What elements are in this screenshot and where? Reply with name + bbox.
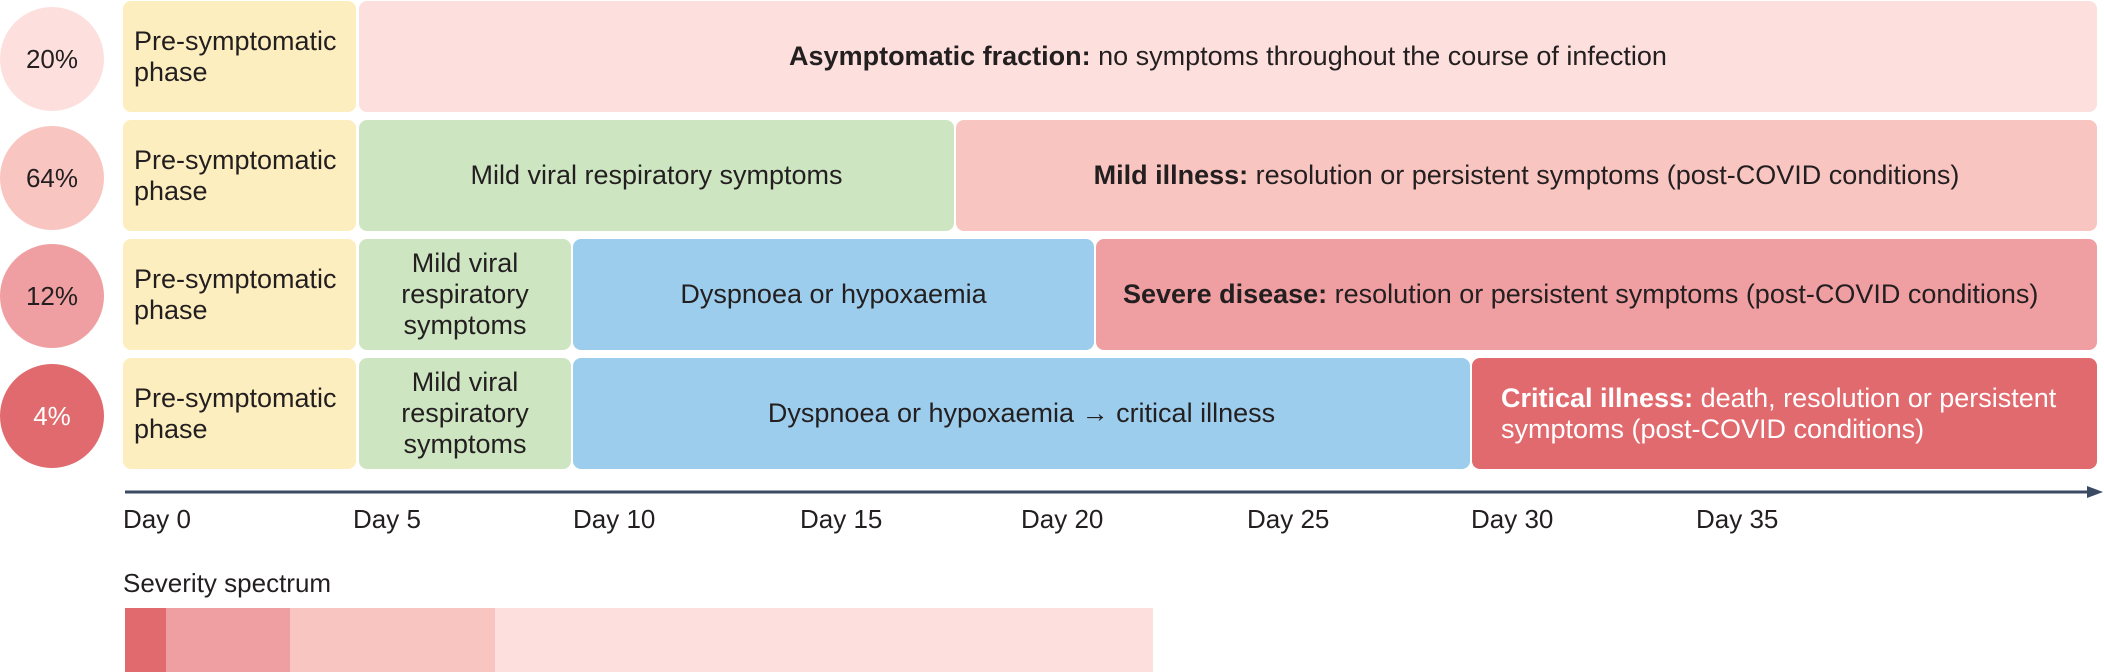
presymptomatic-phase-label: Pre-symptomatic phase [134,144,337,206]
dyspnoea-block: Dyspnoea or hypoxaemia [573,239,1094,350]
mild-symptoms-block: Mild viral respiratory symptoms [359,120,954,231]
critical-illness-outcome-block: Critical illness: death, resolution or p… [1472,358,2097,469]
presymptomatic-phase-label: Pre-symptomatic phase [134,263,337,325]
presymptomatic-phase-label: Pre-symptomatic phase [134,25,337,87]
mild-symptoms-label: Mild viral respiratory symptoms [401,367,529,459]
percent-circle-severe: 12% [0,244,104,348]
critical-illness-outcome-text: death, resolution or persistent symptoms… [1501,382,2057,444]
asymptomatic-outcome-title: Asymptomatic fraction: [789,41,1091,71]
row-asymptomatic: Pre-symptomatic phase Asymptomatic fract… [123,1,2097,112]
presymptomatic-phase-block: Pre-symptomatic phase [123,239,356,350]
axis-tick-day-30: Day 30 [1471,504,1554,534]
critical-illness-outcome-title: Critical illness: [1501,382,1694,413]
severity-segment-severe [166,608,290,672]
asymptomatic-outcome-text: no symptoms throughout the course of inf… [1090,41,1667,71]
presymptomatic-phase-block: Pre-symptomatic phase [123,1,356,112]
axis-tick-day-25: Day 25 [1247,504,1330,534]
percent-circle-mild: 64% [0,126,104,230]
axis-tick-day-5: Day 5 [353,504,421,534]
axis-tick-day-35: Day 35 [1696,504,1779,534]
severe-disease-outcome-text: resolution or persistent symptoms (post-… [1327,279,2039,309]
severe-disease-outcome-block: Severe disease: resolution or persistent… [1096,239,2097,350]
dyspnoea-block: Dyspnoea or hypoxaemia → critical illnes… [573,358,1470,469]
dyspnoea-label: Dyspnoea or hypoxaemia → critical illnes… [767,398,1276,428]
axis-tick-day-20: Day 20 [1021,504,1104,534]
axis-arrowhead [2087,486,2103,498]
mild-symptoms-block: Mild viral respiratory symptoms [359,358,571,469]
severity-spectrum-bar [125,608,1153,672]
row-severe-disease: Pre-symptomatic phase Mild viral respira… [123,239,2097,350]
severity-spectrum-label: Severity spectrum [123,568,332,598]
mild-symptoms-label: Mild viral respiratory symptoms [401,248,529,340]
row-critical-illness: Pre-symptomatic phase Mild viral respira… [123,358,2097,469]
timeline-axis [125,486,2103,498]
presymptomatic-phase-block: Pre-symptomatic phase [123,358,356,469]
mild-symptoms-block: Mild viral respiratory symptoms [359,239,571,350]
mild-symptoms-label: Mild viral respiratory symptoms [470,160,843,190]
axis-tick-day-0: Day 0 [123,504,191,534]
asymptomatic-outcome-block: Asymptomatic fraction: no symptoms throu… [359,1,2097,112]
percent-circle-asymptomatic: 20% [0,7,104,111]
mild-illness-outcome-block: Mild illness: resolution or persistent s… [956,120,2097,231]
percent-circle-critical: 4% [0,364,104,468]
presymptomatic-phase-label: Pre-symptomatic phase [134,382,337,444]
severity-segment-mild [290,608,495,672]
severity-segment-asymptomatic [495,608,1153,672]
mild-illness-outcome-text: resolution or persistent symptoms (post-… [1248,160,1960,190]
row-mild-illness: Pre-symptomatic phase Mild viral respira… [123,120,2097,231]
mild-illness-outcome-title: Mild illness: [1093,160,1249,190]
severity-segment-critical [125,608,166,672]
severe-disease-outcome-title: Severe disease: [1123,279,1328,309]
axis-tick-day-10: Day 10 [573,504,656,534]
presymptomatic-phase-block: Pre-symptomatic phase [123,120,356,231]
dyspnoea-label: Dyspnoea or hypoxaemia [680,279,987,309]
axis-tick-day-15: Day 15 [800,504,883,534]
